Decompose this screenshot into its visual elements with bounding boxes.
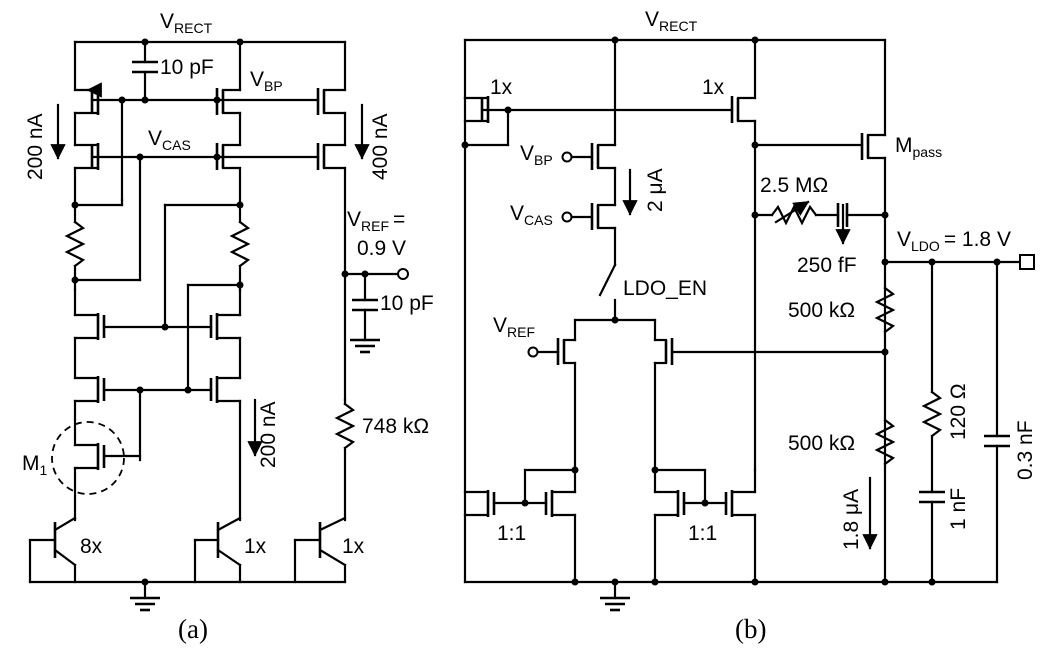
pmos-vbp-mid: [215, 88, 242, 115]
bjt-1x-mid: [193, 399, 242, 584]
resistor-500k-top: [874, 286, 896, 334]
svg-text:VBP: VBP: [250, 68, 283, 94]
ldo-en-label: LDO_EN: [623, 277, 707, 300]
pmos-mpass: [860, 133, 887, 584]
vbp-a-label: V: [250, 68, 264, 91]
svg-text:VLDO= 1.8 V: VLDO= 1.8 V: [897, 228, 1011, 254]
svg-text:VREF: VREF: [493, 314, 535, 340]
panel-b: VRECT 1x 1x VBP VCAS 2 μA Mpass 2.5 MΩ 2…: [461, 8, 1037, 644]
capacitor-1nf: [919, 490, 945, 584]
current-2ua: 2 μA: [644, 168, 667, 212]
pmos-vcas-b: [561, 203, 617, 230]
capacitor-10pf-ref: [350, 272, 380, 354]
vref-value: 0.9 V: [357, 237, 406, 260]
pmos-diffpair-left: [527, 318, 577, 472]
nmos-row1-right: [209, 313, 242, 340]
bjt-1x-right: [293, 516, 347, 584]
pmos-diffpair-right: [653, 318, 887, 472]
vcas-b-label: V: [510, 202, 524, 225]
ground-a: [130, 580, 160, 612]
svg-text:Mpass: Mpass: [895, 134, 942, 160]
vbp-b-label: V: [520, 142, 534, 165]
svg-text:VREF=: VREF=: [347, 208, 405, 234]
caption-b: (b): [735, 614, 766, 644]
pmos-vbp-right: [316, 88, 347, 115]
bjt-1x-a-label: 1x: [244, 535, 267, 558]
nmos-row2-right: [209, 376, 242, 403]
switch-ldo-en: [598, 226, 617, 322]
nmos-mirror-right-a: [653, 490, 686, 517]
r-500k-top-label: 500 kΩ: [788, 299, 855, 322]
vcas-a-label: V: [148, 127, 162, 150]
resistor-2-5m: [770, 200, 818, 226]
current-200na-left: 200 nA: [24, 113, 47, 180]
svg-text:VRECT: VRECT: [160, 10, 213, 36]
r-500k-bottom-label: 500 kΩ: [788, 432, 855, 455]
bjt-1x-b-label: 1x: [342, 535, 365, 558]
vldo-label: V: [897, 228, 911, 251]
m1-label: M: [22, 452, 40, 475]
nmos-mirror-left-b: [544, 490, 577, 517]
capacitor-10pf-top: [132, 40, 158, 102]
pmos-mirror-right-1x: [730, 96, 757, 472]
ratio-right-label: 1:1: [688, 522, 717, 545]
mpass-label: M: [895, 134, 913, 157]
capacitor-0-3nf: [984, 260, 1010, 584]
cap-top-label: 10 pF: [160, 56, 214, 79]
svg-text:VCAS: VCAS: [148, 127, 191, 153]
resistor-748k: [334, 398, 356, 522]
current-200na-mid: 200 nA: [257, 401, 280, 468]
pmos-vbp-left: [73, 82, 102, 115]
nmos-mirror-left-a: [463, 490, 496, 517]
cap-1n-label: 1 nF: [947, 488, 970, 530]
ground-b: [600, 580, 630, 612]
mirror-1x-left-label: 1x: [490, 76, 513, 99]
bjt-8x-label: 8x: [80, 535, 103, 558]
vref-b-label: V: [493, 314, 507, 337]
resistor-500k-bottom: [874, 418, 896, 466]
capacitor-250f: [835, 203, 887, 245]
resistor-mid: [229, 203, 251, 292]
r-748k-label: 748 kΩ: [362, 415, 429, 438]
pmos-vbp-b: [561, 143, 617, 170]
cap-0-3n-label: 0.3 nF: [1014, 420, 1037, 480]
r-120-label: 120 Ω: [947, 383, 970, 440]
vref-a-label: V: [347, 208, 361, 231]
svg-text:VCAS: VCAS: [510, 202, 553, 228]
current-1-8ua: 1.8 μA: [840, 489, 863, 550]
current-400na: 400 nA: [369, 113, 392, 180]
pmos-vcas-right: [316, 143, 347, 170]
vrect-b-label: V: [645, 8, 659, 31]
m1-highlight-circle: [51, 421, 125, 495]
bjt-8x: [28, 516, 77, 584]
svg-text:VBP: VBP: [520, 142, 553, 168]
svg-text:VRECT: VRECT: [645, 8, 698, 34]
cap-ref-label: 10 pF: [380, 292, 434, 315]
mirror-1x-right-label: 1x: [702, 76, 725, 99]
svg-text:M1: M1: [22, 452, 48, 478]
nmos-row2-left: [73, 376, 106, 403]
ratio-left-label: 1:1: [497, 522, 526, 545]
nmos-m1: [73, 443, 142, 470]
vrect-a-label: V: [160, 10, 174, 33]
caption-a: (a): [178, 614, 208, 644]
resistor-120: [921, 260, 943, 494]
pmos-mirror-left-1x: [463, 96, 490, 584]
nmos-row1-left: [73, 313, 106, 340]
cap-250f-label: 250 fF: [797, 254, 857, 277]
nmos-mirror-right-b: [724, 490, 757, 517]
panel-a: VRECT 10 pF VBP VCAS 200 nA 400 nA VREF=…: [22, 10, 434, 644]
r-2-5m-label: 2.5 MΩ: [760, 174, 828, 197]
